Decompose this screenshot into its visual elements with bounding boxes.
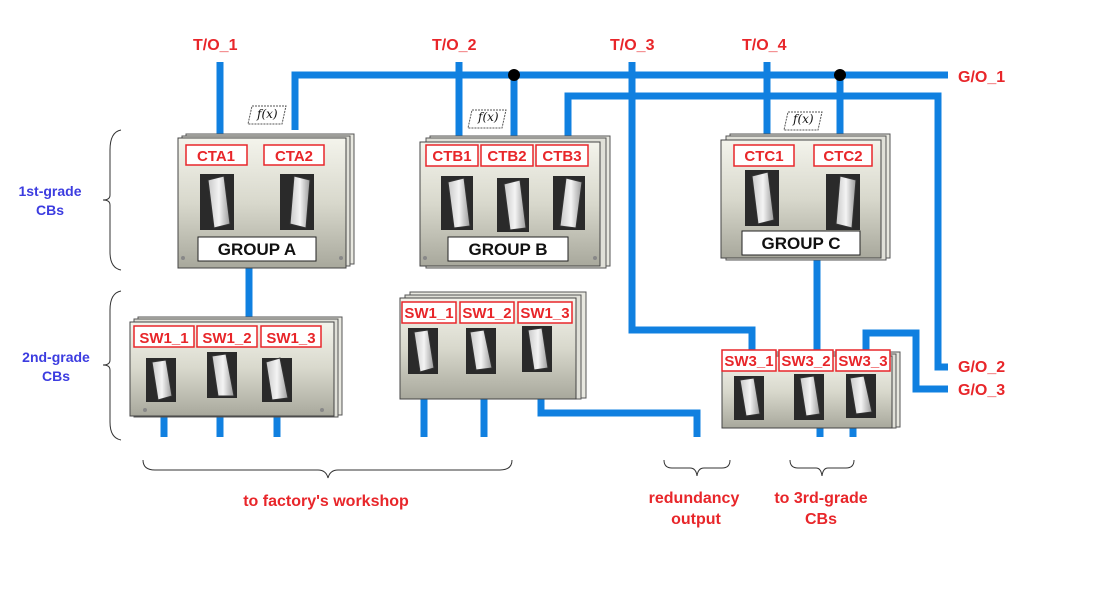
junction-dot bbox=[834, 69, 846, 81]
ctb1-switch[interactable] bbox=[441, 176, 473, 230]
ctc2-switch[interactable] bbox=[826, 174, 860, 230]
sw1-3b-switch[interactable] bbox=[522, 326, 552, 372]
sw3-1-switch[interactable] bbox=[734, 376, 764, 420]
sw1-2b-tag bbox=[459, 301, 515, 324]
second-grade-left-panel: SW1_1 SW1_2 SW1_3 bbox=[129, 316, 343, 418]
sw1-1-tag bbox=[133, 325, 195, 348]
to2-label: T/O_2 bbox=[432, 37, 477, 54]
sw1-3b-label: SW1_3 bbox=[520, 305, 569, 322]
ctb1-label: CTB1 bbox=[432, 148, 471, 165]
ctc1-label: CTC1 bbox=[744, 148, 783, 165]
go2-label: G/O_2 bbox=[958, 359, 1005, 376]
sw1-1-label: SW1_1 bbox=[139, 330, 188, 347]
to3-feed bbox=[628, 62, 756, 356]
group-a-label: GROUP A bbox=[218, 240, 296, 259]
sw1-1b-label: SW1_1 bbox=[404, 305, 453, 322]
third-grade-brace bbox=[789, 459, 855, 477]
redundancy-label-line1: redundancy bbox=[649, 490, 740, 507]
sw1-3-switch[interactable] bbox=[262, 357, 292, 402]
grade2-brace bbox=[102, 290, 122, 441]
ctb2-switch[interactable] bbox=[497, 178, 529, 232]
go1-bus bbox=[291, 71, 948, 130]
sw1-3b-tag bbox=[517, 301, 573, 324]
ctc1-switch[interactable] bbox=[745, 170, 779, 226]
redundancy-brace bbox=[663, 459, 731, 477]
cta1-switch[interactable] bbox=[200, 174, 234, 230]
go3-label: G/O_3 bbox=[958, 382, 1005, 399]
grade1-label-line1: 1st-grade bbox=[18, 183, 81, 199]
grade2-label-line2: CBs bbox=[42, 368, 70, 384]
cta2-switch[interactable] bbox=[280, 174, 314, 230]
fx-icon: f(x) bbox=[256, 107, 278, 121]
redundancy-wire bbox=[537, 398, 701, 437]
second-grade-middle-panel: SW1_1 SW1_2 SW1_3 bbox=[399, 291, 587, 400]
grade1-brace bbox=[102, 129, 122, 271]
workshop-label: to factory's workshop bbox=[243, 493, 409, 510]
sw3-1-tag bbox=[721, 349, 777, 372]
ctb2-tag bbox=[480, 144, 534, 167]
go3-feed bbox=[862, 329, 948, 393]
third-grade-label-line2: CBs bbox=[805, 511, 837, 528]
grade1-label-line2: CBs bbox=[36, 202, 64, 218]
sw3-3-switch[interactable] bbox=[846, 374, 876, 418]
to1-label: T/O_1 bbox=[193, 37, 238, 54]
ctb1-tag bbox=[425, 144, 479, 167]
fx-box bbox=[467, 109, 507, 129]
fx-icon: f(x) bbox=[792, 112, 814, 126]
second-grade-right-panel: SW3_1 SW3_2 SW3_3 bbox=[721, 349, 901, 429]
cta2-tag bbox=[263, 144, 325, 166]
group-c-label: GROUP C bbox=[761, 234, 840, 253]
workshop-brace bbox=[142, 459, 513, 479]
third-grade-label-line1: to 3rd-grade bbox=[774, 490, 867, 507]
to4-label: T/O_4 bbox=[742, 37, 787, 54]
ctb3-switch[interactable] bbox=[553, 176, 585, 230]
ctb3-label: CTB3 bbox=[542, 148, 581, 165]
sw1-3-label: SW1_3 bbox=[266, 330, 315, 347]
group-a-panel: CTA1 CTA2 GROUP A bbox=[177, 133, 355, 269]
redundancy-label-line2: output bbox=[671, 511, 721, 528]
group-c-panel: CTC1 CTC2 GROUP C bbox=[720, 133, 891, 261]
sw3-3-label: SW3_3 bbox=[838, 353, 887, 370]
sw1-1b-switch[interactable] bbox=[408, 328, 438, 374]
ctc2-label: CTC2 bbox=[823, 148, 862, 165]
grade2-label-line1: 2nd-grade bbox=[22, 349, 90, 365]
ctb2-label: CTB2 bbox=[487, 148, 526, 165]
sw1-2-switch[interactable] bbox=[207, 352, 237, 398]
fx-icon: f(x) bbox=[477, 110, 499, 124]
sw3-3-tag bbox=[835, 349, 891, 372]
fx-box bbox=[783, 111, 823, 131]
fx-box bbox=[247, 105, 287, 125]
go2-bus bbox=[564, 92, 948, 371]
sw3-1-label: SW3_1 bbox=[724, 353, 773, 370]
cta2-label: CTA2 bbox=[275, 148, 313, 165]
ctb3-tag bbox=[535, 144, 589, 167]
sw1-1b-tag bbox=[401, 301, 457, 324]
sw3-2-tag bbox=[778, 349, 834, 372]
group-b-label: GROUP B bbox=[468, 240, 547, 259]
ctc1-tag bbox=[733, 144, 795, 167]
cta1-label: CTA1 bbox=[197, 148, 235, 165]
sw1-3-tag bbox=[260, 325, 322, 348]
cta1-tag bbox=[185, 144, 248, 166]
go1-label: G/O_1 bbox=[958, 69, 1005, 86]
sw3-2-switch[interactable] bbox=[794, 374, 824, 420]
junction-dot bbox=[508, 69, 520, 81]
sw1-2-label: SW1_2 bbox=[202, 330, 251, 347]
sw1-2b-label: SW1_2 bbox=[462, 305, 511, 322]
sw1-2-tag bbox=[196, 325, 258, 348]
sw1-1-switch[interactable] bbox=[146, 358, 176, 402]
ctc2-tag bbox=[813, 144, 873, 167]
sw1-2b-switch[interactable] bbox=[466, 328, 496, 374]
to3-label: T/O_3 bbox=[610, 37, 655, 54]
bus-wires bbox=[160, 62, 948, 437]
sw3-2-label: SW3_2 bbox=[781, 353, 830, 370]
group-b-panel: CTB1 CTB2 CTB3 GROUP B bbox=[419, 135, 611, 269]
